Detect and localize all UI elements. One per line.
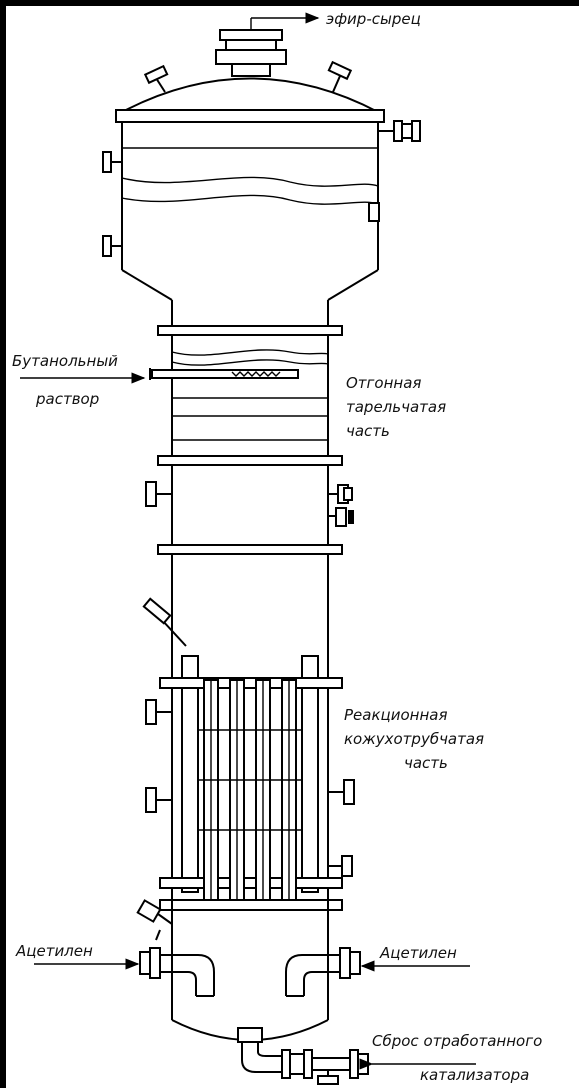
drawing-sheet: эфир-сырец Бутанольный раствор Отгонная … [6, 6, 579, 1088]
reaction-side-nozzles [136, 699, 355, 941]
label-discharge-2: катализатора [420, 1066, 529, 1084]
top-outlet-nozzle [215, 12, 320, 77]
label-butanol-1: Бутанольный [12, 352, 118, 370]
top-dome [115, 60, 385, 123]
label-acetylene-left: Ацетилен [15, 942, 93, 960]
label-stripping-3: часть [346, 422, 390, 440]
label-discharge-1: Сброс отработанного [372, 1032, 542, 1050]
label-butanol-2: раствор [35, 390, 99, 408]
reaction-tube-bundle [159, 655, 343, 911]
upper-side-nozzles [102, 120, 421, 257]
column-flanges [157, 325, 343, 555]
label-reaction-1: Реакционная [344, 706, 448, 724]
reactor-column-diagram: эфир-сырец Бутанольный раствор Отгонная … [12, 10, 542, 1085]
label-reaction-2: кожухотрубчатая [344, 730, 484, 748]
label-acetylene-right: Ацетилен [379, 944, 457, 962]
column-shell [171, 300, 329, 898]
middle-side-nozzles [145, 481, 354, 527]
label-stripping-2: тарельчатая [346, 398, 446, 416]
label-ether-raw: эфир-сырец [326, 10, 421, 28]
label-stripping-1: Отгонная [346, 374, 421, 392]
upper-wide-shell [121, 122, 379, 301]
label-reaction-3: часть [404, 754, 448, 772]
catalyst-discharge-pipe [237, 1027, 369, 1085]
bottom-head [139, 898, 361, 1041]
flow-arrows [20, 372, 476, 1070]
angled-nozzle [142, 597, 187, 647]
stripping-tray-section [149, 349, 329, 441]
